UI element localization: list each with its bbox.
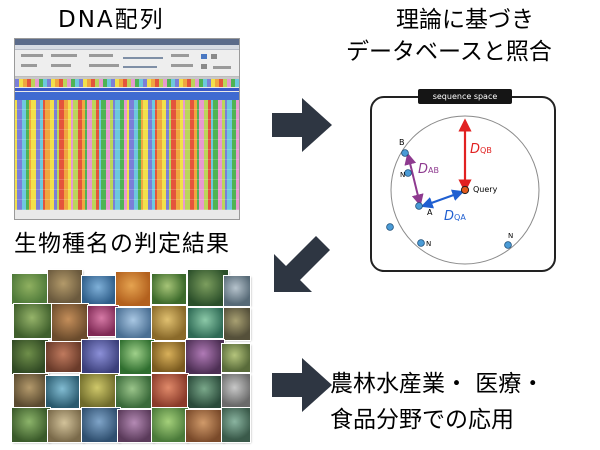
species-result-heading: 生物種名の判定結果 <box>14 231 230 257</box>
right-arrow-icon <box>272 98 332 152</box>
species-photo <box>116 308 154 338</box>
dna-sequence-heading: DNA配列 <box>58 7 165 33</box>
reference-point-a <box>415 202 423 210</box>
point-label-n: N <box>508 232 514 240</box>
species-photo <box>118 410 154 442</box>
down-left-arrow-icon <box>274 236 330 292</box>
distance-qa-label: DQA <box>444 209 466 224</box>
distance-qb-label: DQB <box>470 142 492 157</box>
alignment-window-titlebar <box>15 39 239 45</box>
dna-alignment-screenshot <box>14 38 240 220</box>
species-photo <box>12 340 48 374</box>
species-photo <box>82 340 122 374</box>
species-photo <box>14 374 48 408</box>
query-label: Query <box>473 185 498 194</box>
species-photo <box>116 376 152 408</box>
species-photo <box>88 306 118 336</box>
species-photo <box>222 344 250 372</box>
species-photo <box>48 270 82 304</box>
species-photo <box>188 270 228 306</box>
search-radius-circle <box>390 115 540 265</box>
species-photo <box>12 274 50 304</box>
database-comparison-heading-line2: データベースと照合 <box>346 39 552 65</box>
species-photo-collage <box>12 270 250 442</box>
distance-ab-label: DAB <box>418 162 439 177</box>
species-photo <box>224 276 250 306</box>
point-label-n: N <box>426 240 432 248</box>
species-photo <box>222 408 250 442</box>
species-photo <box>116 272 150 306</box>
species-photo <box>224 308 250 340</box>
species-photo <box>48 410 84 442</box>
applications-heading-line1: 農林水産業・ 医療・ <box>330 371 545 397</box>
alignment-sequence-columns <box>15 100 239 210</box>
applications-heading-line2: 食品分野での応用 <box>330 407 514 433</box>
distance-ab-arrow <box>404 152 424 207</box>
alignment-identity-bar <box>15 92 239 100</box>
species-photo <box>46 376 82 408</box>
distance-qa-arrow <box>420 189 465 209</box>
species-photo <box>52 304 88 342</box>
sequence-space-diagram: sequence space B N A N N Query DAB DQA D… <box>370 89 556 272</box>
database-comparison-heading-line1: 理論に基づき <box>396 7 534 33</box>
alignment-ruler <box>15 77 239 79</box>
reference-point-n <box>417 239 425 247</box>
alignment-consensus-row <box>15 79 239 87</box>
sequence-space-title: sequence space <box>418 89 512 104</box>
query-point <box>460 185 470 195</box>
species-photo <box>120 340 154 374</box>
alignment-toolbar <box>15 50 239 77</box>
point-label-n: N <box>400 171 406 179</box>
species-photo <box>186 410 224 442</box>
species-photo <box>188 308 226 338</box>
species-photo <box>152 408 188 442</box>
species-photo <box>188 376 224 408</box>
point-label-a: A <box>427 208 433 217</box>
sequence-space-plot <box>386 115 540 265</box>
species-photo <box>152 342 188 372</box>
point-label-b: B <box>399 138 405 147</box>
species-photo <box>152 274 186 304</box>
species-photo <box>14 304 54 338</box>
right-arrow-icon <box>272 358 332 412</box>
reference-point <box>386 223 394 231</box>
reference-point-n <box>504 241 512 249</box>
alignment-conservation-bar <box>15 88 239 91</box>
species-photo <box>186 340 224 374</box>
reference-point-b <box>401 149 409 157</box>
species-photo <box>152 306 186 340</box>
alignment-window-tabs <box>15 45 239 50</box>
species-photo <box>82 276 118 304</box>
species-photo <box>80 374 118 408</box>
reference-point-n <box>404 169 412 177</box>
species-photo <box>222 374 250 408</box>
species-photo <box>82 408 120 442</box>
species-photo <box>152 374 188 408</box>
species-photo <box>12 408 50 442</box>
species-photo <box>46 342 84 372</box>
